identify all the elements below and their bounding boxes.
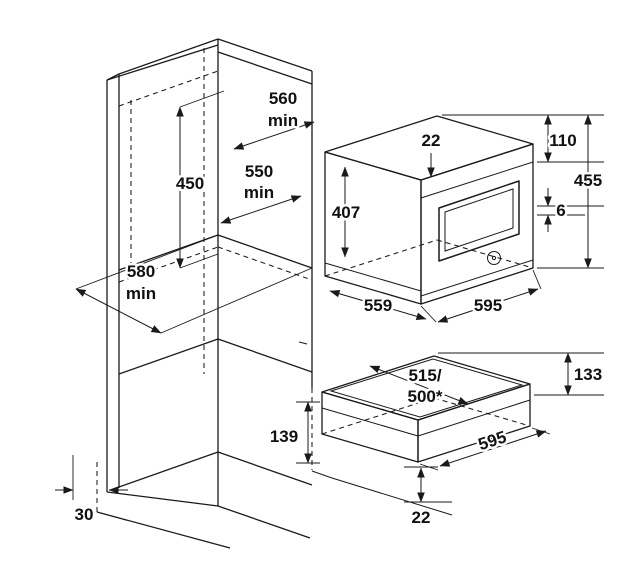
dim-niche-depth-min-label: min [244, 183, 274, 202]
oven-left-face [324, 151, 422, 305]
shelf-front [118, 338, 219, 375]
base-side [217, 451, 313, 486]
dim-oven-panel-height-label: 110 [549, 131, 576, 150]
dim-niche-width-arrow [233, 121, 315, 150]
dim-drawer-width-arrow [439, 430, 547, 467]
dim-drawer-depth-alt-label: 500* [408, 387, 443, 406]
oven-bottom-hidden-left [324, 239, 438, 277]
oven-door-window-outer [438, 180, 520, 262]
dim-oven-setback-label: 22 [422, 131, 441, 150]
dim-unit-depth-min-label: min [126, 284, 156, 303]
dim-drawer-depth-arrow [369, 365, 469, 405]
oven-dimensions: 22 407 559 595 110 6 455 [329, 114, 605, 323]
dim-unit-depth-arrow [75, 288, 162, 334]
dim-niche-height-label: 450 [176, 174, 204, 193]
drawer-dimensions: 515/ 500* 133 595 139 22 [267, 352, 605, 530]
dim-oven-depth-label: 559 [364, 296, 392, 315]
niche-top-hidden [118, 70, 219, 107]
dim-plinth-label: 30 [75, 505, 94, 524]
dim-drawer-width-label: 595 [476, 427, 509, 454]
dim-oven-width-ext-left [420, 305, 437, 323]
dim-unit-depth-ext-front [75, 234, 219, 290]
dim-unit-depth-ext-back [160, 267, 313, 334]
dim-drawer-depth-label: 515/ [408, 366, 441, 385]
tall-cabinet [96, 38, 453, 549]
dim-oven-width-label: 595 [474, 296, 502, 315]
oven-bottom-hidden-right [436, 239, 534, 269]
dim-niche-depth-label: 550 [245, 162, 273, 181]
dim-oven-depth-arrow [329, 290, 427, 320]
dim-niche-height-ext-bottom [179, 253, 219, 269]
drawer-bottom-hidden-right [433, 397, 531, 427]
cabinet-bottom-front [106, 491, 219, 507]
cabinet-top-edge-outer [106, 44, 219, 81]
base-front [118, 451, 219, 488]
dim-unit-depth-label: 580 [127, 262, 155, 281]
side-panel-top-outer [217, 38, 313, 72]
drawer-front-panel-line [417, 399, 531, 437]
dim-oven-width-arrow [437, 288, 539, 323]
dim-oven-width-ext-right [532, 269, 542, 290]
shelf-side [217, 338, 313, 373]
drawer-bottom-hidden-left [321, 397, 435, 435]
floor-edge-right [217, 505, 311, 539]
drawer-left-panel-line [321, 407, 419, 437]
mark-dash [298, 341, 308, 345]
oven-door-face [420, 143, 534, 305]
dim-niche-width-min-label: min [268, 111, 298, 130]
oven-left-base-line [324, 262, 422, 292]
floor-under-drawer [331, 477, 453, 516]
oven-door-bottom-line [420, 259, 534, 297]
dim-drawer-clearance-label: 139 [270, 427, 298, 446]
oven-control-panel-line [420, 161, 534, 199]
dim-niche-depth-arrow [220, 195, 302, 224]
niche-dimensions: 450 560 min 550 min 580 min 30 [55, 87, 315, 527]
dim-niche-height-ext-top [179, 90, 225, 108]
floor-join [311, 470, 333, 479]
compact-oven [324, 115, 534, 305]
dim-niche-width-label: 560 [269, 89, 297, 108]
dim-drawer-gap-label: 22 [412, 508, 431, 527]
dim-drawer-height-label: 133 [574, 365, 602, 384]
side-panel-top-inner [217, 51, 313, 85]
floor-edge-left [96, 511, 231, 549]
niche-floor-side [217, 234, 313, 269]
dim-oven-body-height-label: 407 [332, 203, 360, 222]
dim-oven-total-height-label: 455 [574, 171, 602, 190]
dim-oven-gap-label: 6 [556, 201, 565, 220]
cabinet-top-edge-inner [118, 38, 219, 75]
oven-door-window-inner [444, 188, 514, 252]
oven-door-knob-center [491, 255, 497, 261]
